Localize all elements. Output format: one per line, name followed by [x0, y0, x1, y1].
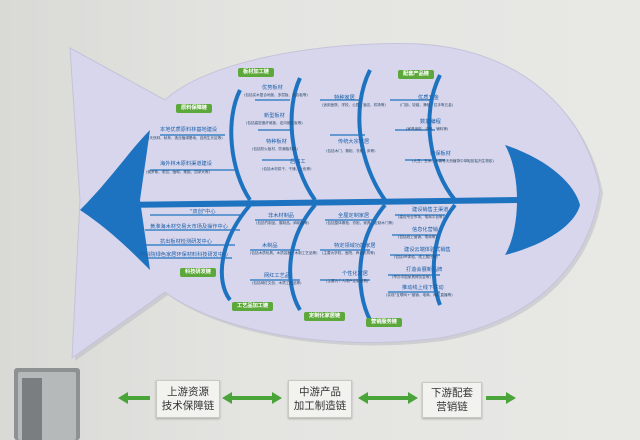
item-info-marketing-sub: (包括线上营销、电商等) — [398, 235, 437, 239]
item-data-programming: 数据编程 — [420, 119, 441, 125]
item-cas-center: 中科院绿色家居环保材料科技研发中心 — [140, 252, 229, 258]
item-overseas-channel-sub: (俄罗斯、老挝、缅甸、美国、加拿大等) — [146, 170, 210, 174]
sign-upstream-line2: 技术保障链 — [161, 400, 215, 412]
item-o2o-sub: (实现"互联网+"营销、电商、网红直播等) — [386, 293, 453, 297]
item-traditional-home-sub: (包括木门、橱柜、衣柜、床等) — [326, 149, 376, 153]
item-functional-home-sub: (主要为学校、医院、养老机构等) — [322, 251, 376, 255]
item-online-craft-sub: (包括网红文创、木质工艺品等) — [252, 281, 302, 285]
sign-upstream: 上游资源 技术保障链 — [156, 380, 220, 418]
item-personal-home-sub: (主要为个人用户定制家具) — [326, 279, 369, 283]
item-eco-board: 环保板材 — [430, 151, 451, 157]
sign-downstream-line2: 营销链 — [436, 401, 468, 413]
item-special-board-sub: (包括防火板材、防潮板材等) — [252, 147, 298, 151]
item-wood-products-sub: (包括木质玩具、木质容器、木制工艺品等) — [250, 251, 318, 255]
item-quality-board: 优势板材 — [262, 85, 283, 91]
item-hardware-sub: (门锁、铰链、滑轨、拉手等五金) — [400, 103, 454, 107]
sign-downstream-line1: 下游配套 — [431, 387, 473, 399]
badge-tech-rd: 科技研发链 — [180, 268, 216, 278]
item-personal-home: 个性化家居 — [342, 271, 368, 277]
item-local-forest-sub: (天然林、秋林、造丝植绿基地、自然生长区等) — [148, 136, 223, 140]
item-o2o: 推动线上线下联动 — [402, 285, 444, 291]
sign-midstream-line1: 中游产品 — [299, 386, 341, 398]
item-non-wood-sub: (包括竹制品、藤制品、麻制品等) — [256, 221, 310, 225]
item-special-home: 特种家居 — [334, 95, 355, 101]
item-innovation-center: "双创"中心 — [190, 209, 216, 215]
item-data-programming-sub: (家具用胶、涂料、辅料等) — [406, 127, 449, 131]
item-whole-house-sub: (包括整体橱柜、衣柜、家具、定制木门等) — [326, 221, 394, 225]
sign-midstream-line2: 加工制造链 — [293, 400, 347, 412]
sign-upstream-line1: 上游资源 — [167, 386, 209, 398]
item-post-process-sub: (包括木材烘干、干燥、上色等) — [262, 167, 312, 171]
item-cloud-sales: 建设云端体验式销售 — [404, 247, 451, 253]
item-new-board-sub: (包括高密度纤维板、定向刨花板等) — [246, 121, 303, 125]
item-sales-channel-sub: (建设专业市场、电商平台等) — [398, 215, 444, 219]
item-wood-products: 木制品 — [262, 243, 278, 249]
badge-custom-home: 定制化家居链 — [304, 312, 346, 322]
badge-board-processing: 板材加工链 — [238, 68, 274, 78]
item-online-craft: 网红工艺品 — [264, 273, 290, 279]
badge-craft-processing: 工艺品加工链 — [232, 302, 274, 312]
item-sales-channel: 建设销售主渠道 — [412, 207, 449, 213]
item-hardware: 优质五金 — [418, 95, 439, 101]
item-whole-house: 全屋定制家居 — [338, 213, 370, 219]
item-expo-brand: 打造会展新品牌 — [406, 267, 443, 273]
item-traditional-home: 传统大宗家居 — [338, 139, 370, 145]
badge-supporting-products: 配套产品链 — [398, 70, 434, 80]
item-eco-board-sub: (大豆、玉米、木薯等天然植物中萃取胶粘剂生物胶) — [412, 159, 494, 163]
item-info-marketing: 信息化营销 — [412, 227, 438, 233]
badge-raw-material: 原料保障链 — [176, 104, 212, 114]
item-new-board: 新型板材 — [264, 113, 285, 119]
sign-midstream: 中游产品 加工制造链 — [288, 380, 352, 418]
item-expo-brand-sub: (举办中国家具博览会等) — [392, 275, 431, 279]
item-functional-home: 特定领域功能家居 — [334, 243, 376, 249]
item-overseas-channel: 海外林木原料渠道建设 — [160, 161, 212, 167]
badge-marketing: 营销服务链 — [366, 318, 402, 328]
item-test-center: 抗出板材检测研发中心 — [160, 239, 212, 245]
fish-head — [505, 145, 580, 255]
item-local-forest: 本地优质原料林基地建设 — [160, 127, 218, 133]
item-quality-board-sub: (包括实木复合地板、多层板、胶合板等) — [244, 93, 308, 97]
item-special-board: 特种板材 — [266, 139, 287, 145]
wall-device — [14, 368, 80, 440]
item-non-wood: 非木材制品 — [268, 213, 294, 219]
sign-downstream: 下游配套 营销链 — [422, 382, 482, 418]
item-timber-market: 黄淮海木材交易大市场及操作中心 — [150, 224, 228, 230]
item-special-home-sub: (适用医院、学校、公园、酒店、机场等) — [322, 103, 386, 107]
item-cloud-sales-sub: (包括VR体验、线上展厅等) — [394, 255, 438, 259]
item-post-process: 后加工 — [290, 159, 306, 165]
